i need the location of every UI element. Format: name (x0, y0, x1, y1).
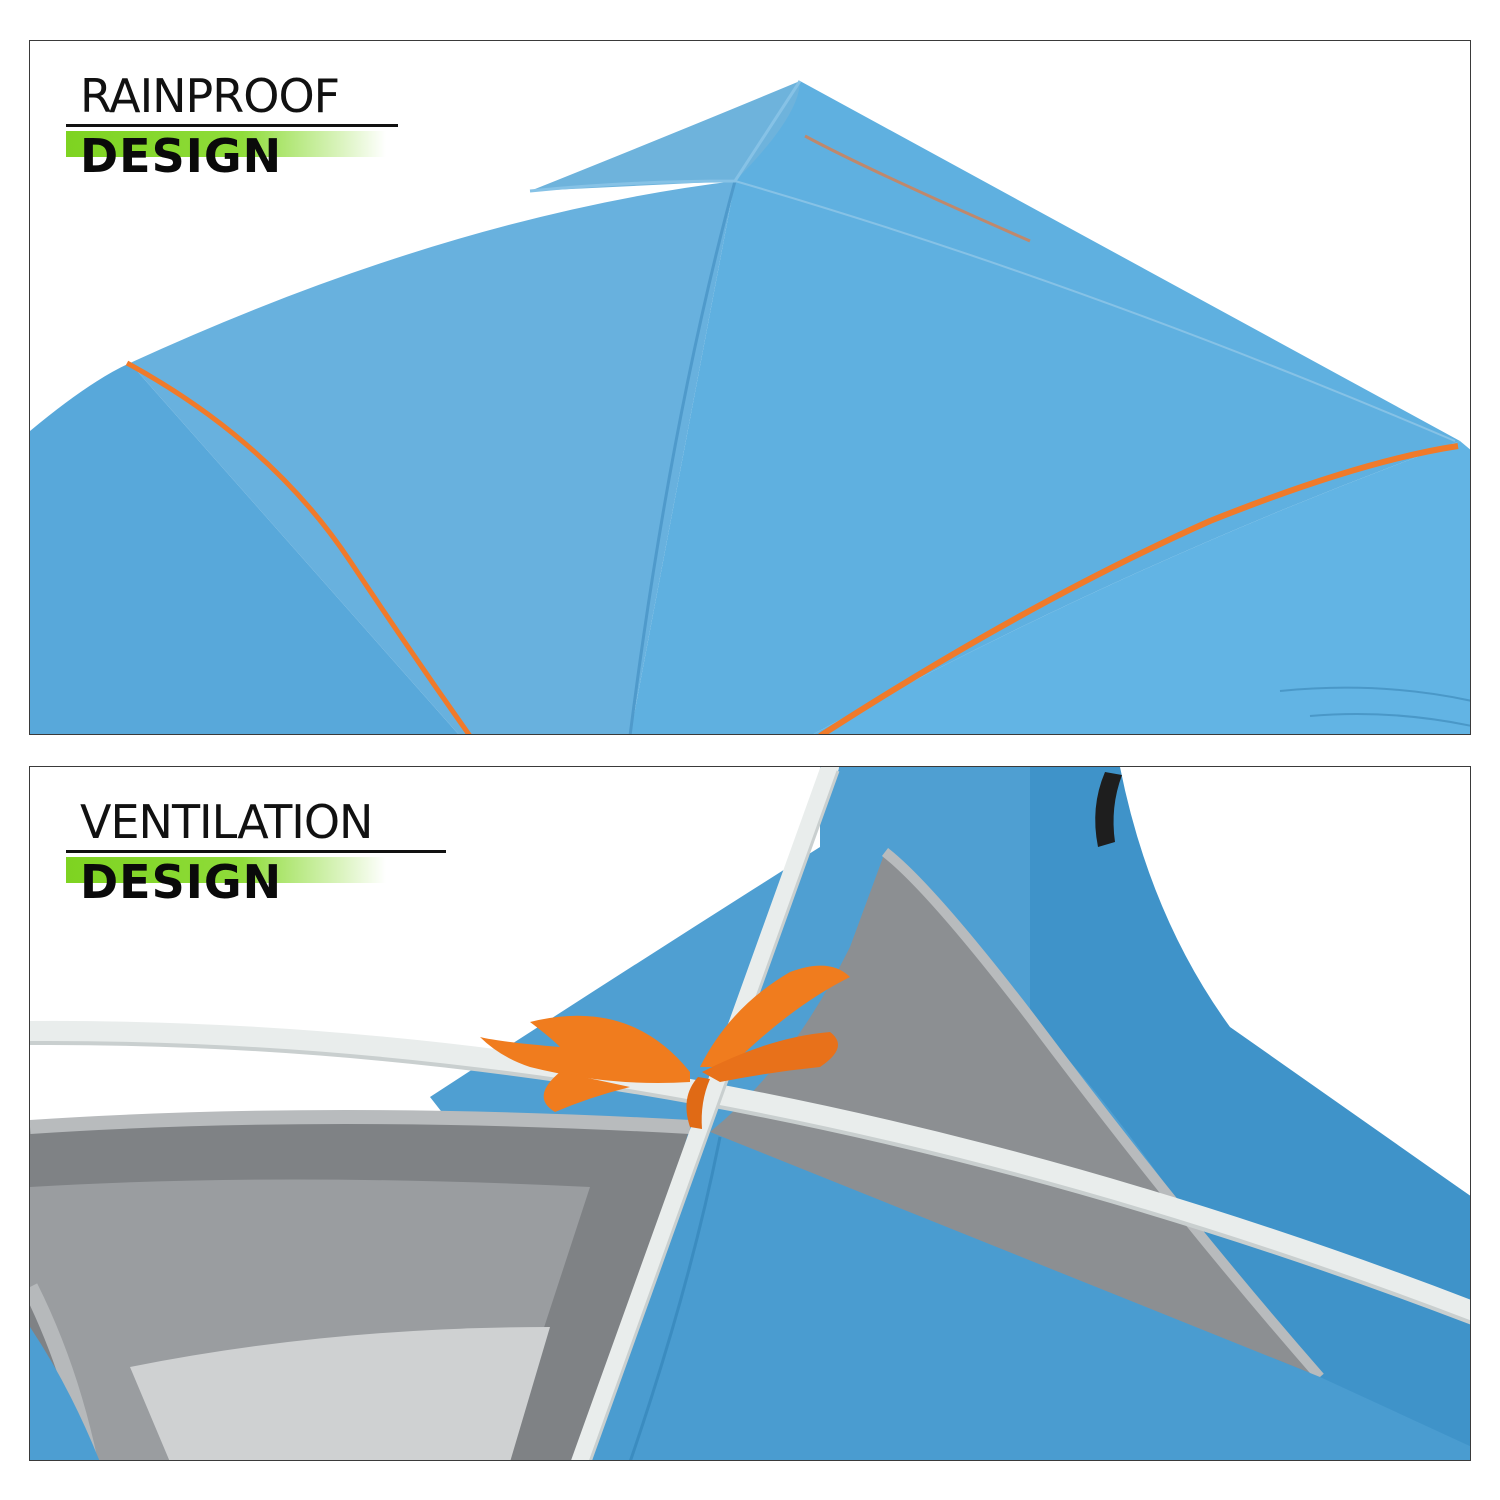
window-mesh-border (30, 1110, 691, 1134)
tent-side-fabric (30, 363, 459, 734)
caption-subtitle: DESIGN (80, 129, 283, 183)
tent-right-fabric (1030, 767, 1470, 1460)
window-mesh-light (130, 1327, 550, 1460)
tent-roof-left-panel (130, 181, 735, 734)
caption-underline (66, 850, 446, 853)
tent-pole-horizontal-shadow (30, 1040, 1470, 1325)
tent-vent-photo (30, 767, 1470, 1460)
roof-seam (628, 180, 737, 734)
orange-trim-left (125, 360, 472, 734)
ventilation-caption: VENTILATION DESIGN (30, 767, 450, 917)
roof-seam (529, 80, 802, 193)
tent-right-fabric (813, 441, 1470, 734)
tent-lower-left-fabric (30, 1327, 100, 1460)
tent-lower-center-fabric (590, 1132, 1470, 1460)
caption-green-stripe (66, 857, 386, 883)
vent-mesh-border (881, 848, 1324, 1381)
tent-roof-photo (30, 80, 1470, 734)
orange-ribbon-bow (480, 965, 850, 1129)
orange-trim-right (818, 443, 1459, 734)
ventilation-panel: VENTILATION DESIGN (29, 766, 1471, 1461)
caption-title: VENTILATION (80, 795, 373, 849)
caption-green-stripe (66, 131, 386, 157)
tent-pole-vertical (571, 767, 839, 1460)
orange-trim-top (804, 134, 1031, 243)
caption-title: RAINPROOF (80, 69, 340, 123)
rainproof-panel: RAINPROOF DESIGN (29, 40, 1471, 735)
rainproof-caption: RAINPROOF DESIGN (30, 41, 450, 191)
vent-mesh-panel (710, 852, 1320, 1377)
tent-pole-horizontal (30, 1020, 1470, 1323)
fabric-seam (629, 1136, 722, 1460)
roof-seam (734, 180, 1456, 442)
tent-roof-right-panel (630, 81, 1460, 734)
hanging-loop (1095, 772, 1122, 847)
tent-roof-cap (530, 81, 804, 191)
caption-underline (66, 124, 398, 127)
fabric-hem (1279, 686, 1470, 702)
caption-subtitle: DESIGN (80, 855, 283, 909)
fabric-hem (1309, 712, 1470, 727)
tent-pole-vertical-shadow (589, 770, 840, 1460)
